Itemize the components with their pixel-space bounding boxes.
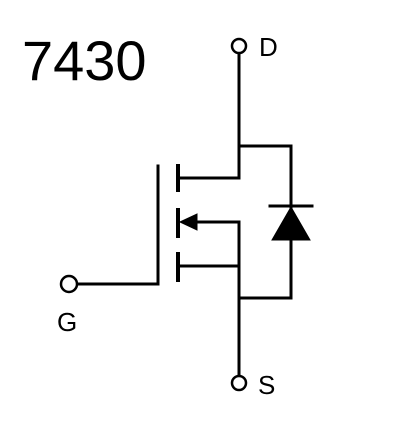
drain-pin-terminal [230,37,248,55]
part-number-label: 7430 [22,29,147,92]
gate-lead [76,164,160,286]
source-lead [178,264,241,378]
drain-pin-label: D [259,32,278,62]
gate-pin-terminal [59,274,79,294]
gate-pin-label: G [57,307,77,337]
channel-arrow-icon [178,213,198,231]
body-connection [192,220,241,268]
diode-triangle-icon [271,205,311,241]
source-pin-terminal [230,374,248,392]
drain-lead [178,51,241,180]
source-pin-label: S [258,370,275,400]
